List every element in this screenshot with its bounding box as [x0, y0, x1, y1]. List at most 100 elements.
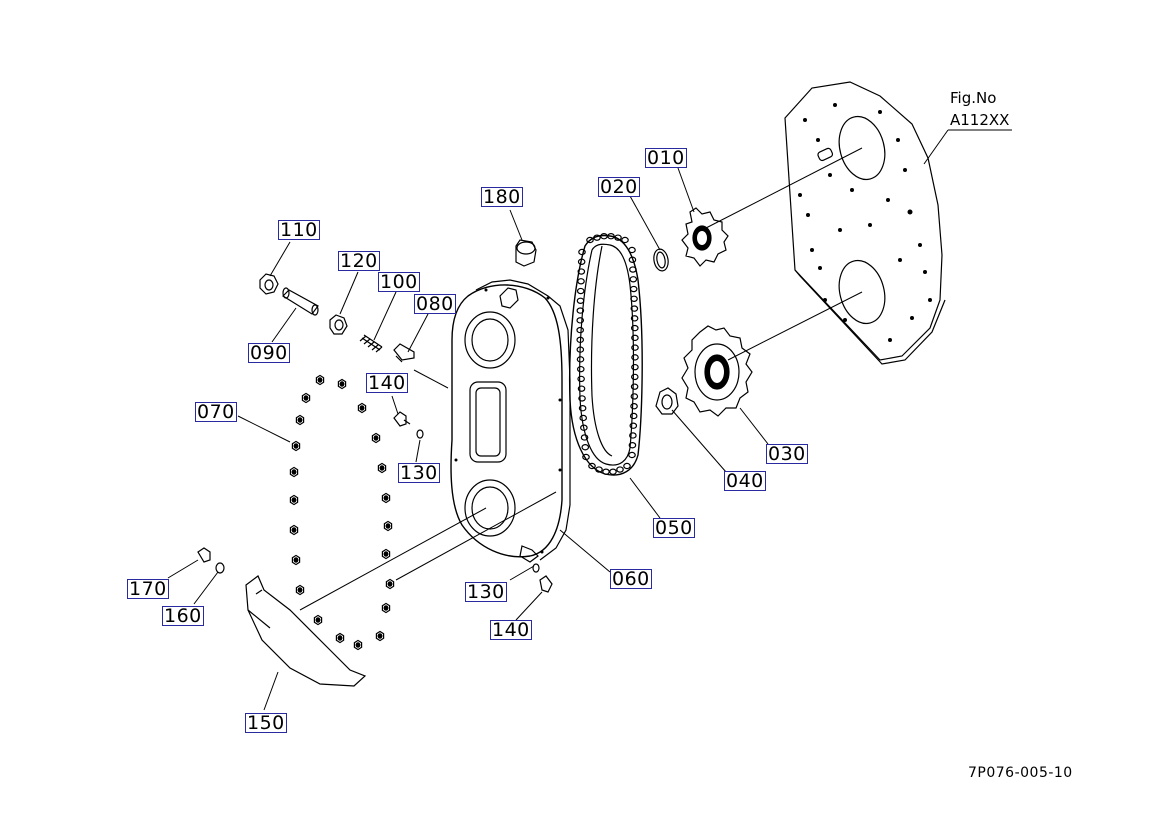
chain-roller — [628, 246, 636, 254]
gasket-bolt-ring — [289, 374, 395, 651]
o-ring — [653, 248, 669, 272]
part-label-040[interactable]: 040 — [724, 470, 766, 492]
chain-roller — [576, 326, 584, 334]
part-label-130-lower[interactable]: 130 — [465, 581, 507, 603]
gasket-bolt — [289, 524, 299, 536]
chain-roller — [630, 373, 639, 381]
chain-case — [450, 279, 571, 563]
chain-roller — [614, 234, 622, 241]
gasket-bolt-hole — [293, 443, 299, 449]
chain-roller — [595, 466, 603, 473]
gasket-bolt — [353, 639, 363, 651]
tensioner-assembly — [259, 273, 415, 363]
chain-roller — [588, 462, 596, 470]
gasket-bolt — [375, 630, 385, 642]
drawing-code: 7P076-005-10 — [968, 765, 1073, 781]
chain-roller — [629, 412, 638, 420]
part-label-160[interactable]: 160 — [162, 605, 204, 627]
part-label-060[interactable]: 060 — [610, 568, 652, 590]
chain-roller — [576, 317, 585, 324]
gasket-bolt-hole — [303, 395, 309, 401]
case-screws — [454, 288, 562, 554]
hex-nut — [655, 387, 679, 415]
chain-roller — [577, 375, 585, 383]
bolt-and-washer-upper — [393, 411, 424, 439]
part-label-130-upper[interactable]: 130 — [398, 462, 440, 484]
part-label-050[interactable]: 050 — [653, 517, 695, 539]
chain-roller — [630, 315, 639, 322]
gasket-bolt — [295, 584, 305, 596]
fig-number: A112XX — [950, 111, 1010, 129]
gasket-bolt — [289, 466, 299, 478]
chain-roller — [628, 256, 637, 263]
gasket-bolt-hole — [379, 465, 385, 471]
part-label-150[interactable]: 150 — [245, 712, 287, 734]
chain-roller — [578, 248, 586, 256]
part-label-100[interactable]: 100 — [378, 271, 420, 293]
lower-sprocket — [681, 325, 753, 417]
part-label-070[interactable]: 070 — [195, 401, 237, 423]
upper-sprocket — [681, 207, 729, 267]
gasket-bolt-hole — [315, 617, 321, 623]
bolt-and-washer-lower — [532, 563, 553, 593]
gasket-bolt — [301, 392, 311, 404]
part-label-090[interactable]: 090 — [248, 342, 290, 364]
chain-roller — [629, 432, 637, 439]
gasket-bolt-hole — [373, 435, 379, 441]
chain-roller — [628, 451, 636, 459]
part-label-140-upper[interactable]: 140 — [366, 372, 408, 394]
chain-roller — [586, 236, 594, 244]
chain-roller — [607, 232, 615, 240]
gasket-bolt-hole — [291, 469, 297, 475]
gasket-bolt-hole — [387, 581, 393, 587]
gasket-bolt — [295, 414, 305, 426]
chain-roller — [576, 346, 585, 353]
part-label-030[interactable]: 030 — [766, 443, 808, 465]
part-label-110[interactable]: 110 — [278, 219, 320, 241]
part-label-080[interactable]: 080 — [414, 293, 456, 315]
part-label-140-lower[interactable]: 140 — [490, 619, 532, 641]
chain-roller — [576, 365, 585, 373]
part-label-010[interactable]: 010 — [645, 147, 687, 169]
gasket-bolt-hole — [293, 557, 299, 563]
gasket-bolt-hole — [339, 381, 345, 387]
chain-roller — [581, 444, 590, 451]
chain-roller — [631, 354, 639, 361]
gasket-bolt-hole — [291, 497, 297, 503]
chain-roller — [630, 393, 639, 400]
chain-roller — [629, 285, 638, 293]
gasket-bolt — [313, 614, 323, 626]
part-label-180[interactable]: 180 — [481, 186, 523, 208]
chain-roller — [630, 295, 638, 303]
chain-roller — [629, 276, 638, 283]
gasket-bolt-hole — [337, 635, 343, 641]
chain-roller — [631, 344, 639, 351]
gasket-bolt-hole — [317, 377, 323, 383]
mounting-plate — [784, 81, 946, 365]
gasket-bolt — [381, 492, 391, 504]
gasket-bolt — [289, 494, 299, 506]
gasket-bolt — [381, 602, 391, 614]
chain-roller — [580, 434, 589, 441]
chain-roller — [630, 383, 639, 390]
chain-roller — [576, 297, 585, 305]
chain-roller — [593, 234, 601, 241]
gasket-bolt — [381, 548, 391, 560]
gasket-bolt — [291, 440, 301, 452]
chain-roller — [629, 422, 638, 429]
chain-roller — [577, 268, 586, 275]
filler-cap — [515, 239, 537, 267]
gasket-bolt — [383, 520, 393, 532]
gasket-bolt-hole — [383, 551, 389, 557]
gasket-bolt-hole — [359, 405, 365, 411]
part-label-170[interactable]: 170 — [127, 578, 169, 600]
gasket-bolt-hole — [355, 642, 361, 648]
chain-roller — [579, 414, 588, 422]
gasket-bolt — [315, 374, 325, 386]
part-label-120[interactable]: 120 — [338, 250, 380, 272]
part-label-020[interactable]: 020 — [598, 176, 640, 198]
gasket-bolt-hole — [383, 495, 389, 501]
chain-roller — [630, 305, 639, 312]
chain-roller — [623, 462, 631, 470]
